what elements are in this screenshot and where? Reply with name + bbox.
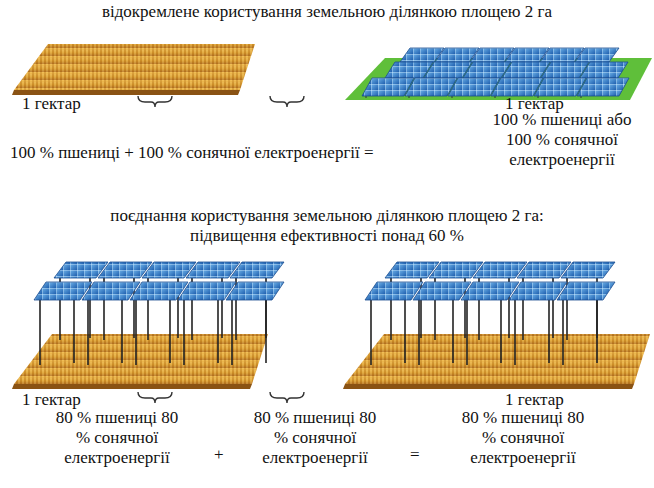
share-note: 80 % пшениці 80 % сонячної електроенергі…: [250, 408, 380, 468]
heading: відокремлене користування земельною діля…: [12, 2, 642, 22]
pole: [87, 300, 89, 365]
pole: [217, 298, 219, 363]
solar-panel: [82, 282, 140, 300]
solar-panel: [34, 282, 92, 300]
area-label: 1 гектар: [22, 390, 81, 410]
solar-panel: [561, 262, 615, 278]
solar-field: [345, 48, 652, 100]
pole: [562, 300, 564, 365]
pole: [135, 300, 137, 365]
solar-panel: [130, 282, 188, 300]
wheat-field: [12, 44, 255, 95]
solar-panel: [580, 62, 628, 78]
solar-panel: [413, 282, 471, 300]
solar-panel: [575, 48, 619, 62]
heading: поєднання користування земельною ділянко…: [80, 206, 574, 246]
solar-panel: [509, 282, 567, 300]
pole: [183, 300, 185, 365]
agrivoltaic-field: [343, 262, 650, 389]
operator: =: [410, 445, 420, 465]
pole: [39, 300, 41, 365]
pole: [73, 298, 75, 363]
solar-panel: [178, 282, 236, 300]
solar-panel: [557, 282, 615, 300]
pole: [514, 300, 516, 365]
pole: [452, 298, 454, 363]
brace: [138, 96, 172, 107]
area-label: 1 гектар: [505, 390, 564, 410]
solar-panel: [365, 282, 423, 300]
solar-panel: [226, 282, 284, 300]
pole: [404, 298, 406, 363]
solar-panel: [577, 78, 629, 96]
pole: [596, 298, 598, 363]
share-note: 80 % пшениці 80 % сонячної електроенергі…: [458, 408, 588, 468]
pole: [370, 300, 372, 365]
agrivoltaic-field: [12, 262, 284, 389]
area-label: 1 гектар: [22, 94, 81, 114]
solar-panel: [461, 282, 519, 300]
pole: [169, 298, 171, 363]
pole: [265, 298, 267, 363]
result-note: 100 % пшениці або 100 % сонячної електро…: [492, 110, 632, 170]
pole: [466, 300, 468, 365]
brace: [138, 392, 172, 403]
share-note: 80 % пшениці 80 % сонячної електроенергі…: [52, 408, 182, 468]
formula: 100 % пшениці + 100 % сонячної електроен…: [10, 143, 374, 163]
pole: [548, 298, 550, 363]
pole: [121, 298, 123, 363]
pole: [500, 298, 502, 363]
operator: +: [214, 445, 224, 465]
solar-panel: [230, 262, 284, 278]
pole: [418, 300, 420, 365]
pole: [231, 300, 233, 365]
brace: [270, 392, 304, 403]
brace: [270, 96, 304, 107]
